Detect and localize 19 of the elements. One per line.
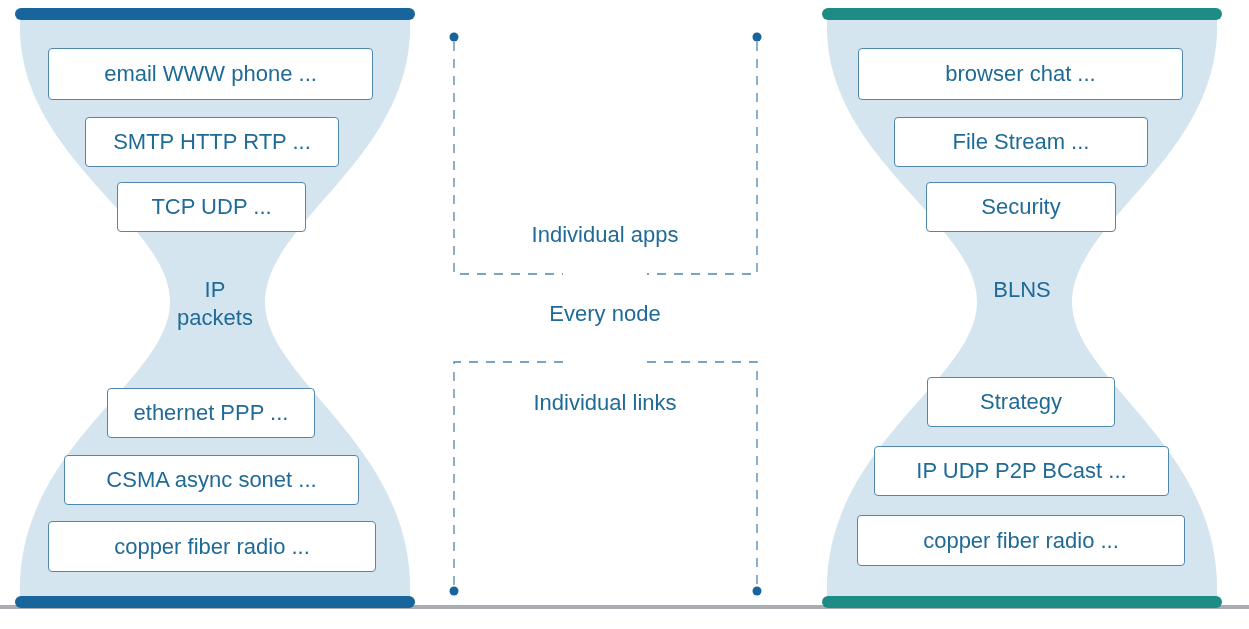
layer-box: browser chat ...: [858, 48, 1183, 100]
layer-box: IP UDP P2P BCast ...: [874, 446, 1169, 496]
layer-box: CSMA async sonet ...: [64, 455, 359, 505]
layer-caption: Every node: [549, 301, 661, 327]
hourglass-shape: [822, 6, 1222, 610]
layer-label: BLNS: [992, 276, 1052, 304]
layer-label: IP packets: [176, 276, 254, 332]
layer-box: File Stream ...: [894, 117, 1148, 167]
layer-caption: Individual apps: [531, 222, 679, 248]
layer-box: Security: [926, 182, 1116, 232]
hourglass-shape: [15, 6, 415, 610]
layer-box: copper fiber radio ...: [48, 521, 376, 572]
layer-box: TCP UDP ...: [117, 182, 306, 232]
layer-box: Strategy: [927, 377, 1115, 427]
layer-caption: Individual links: [533, 390, 677, 416]
layer-box: SMTP HTTP RTP ...: [85, 117, 339, 167]
layer-box: ethernet PPP ...: [107, 388, 315, 438]
layer-box: email WWW phone ...: [48, 48, 373, 100]
layer-box: copper fiber radio ...: [857, 515, 1185, 566]
